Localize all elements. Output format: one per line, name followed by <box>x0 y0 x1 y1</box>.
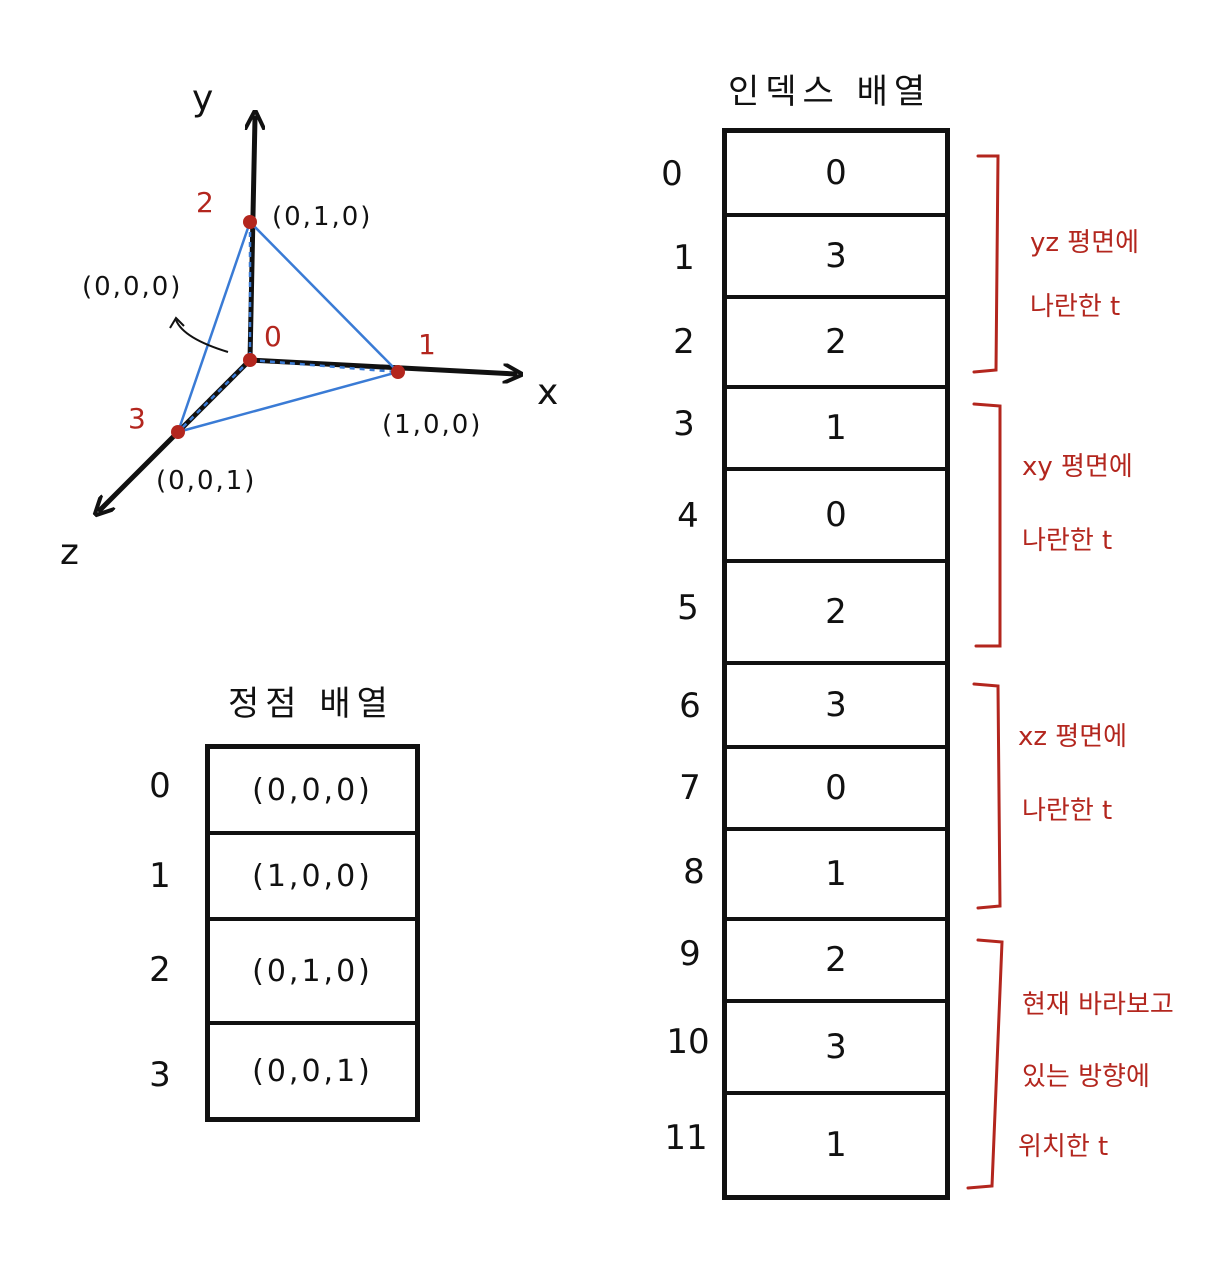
vertex-number-3: 3 <box>128 402 146 435</box>
index-number-10: 10 <box>666 1022 710 1062</box>
index-array-table: 0 3 2 1 0 2 3 0 1 2 3 1 <box>722 128 950 1200</box>
index-array-cell: 2 <box>727 921 945 1003</box>
index-array-cell: 1 <box>727 389 945 471</box>
vertex-index-3: 3 <box>149 1055 171 1095</box>
index-number-7: 7 <box>679 768 701 808</box>
y-axis <box>250 118 255 363</box>
vertex-coord-2: (0,1,0) <box>272 202 373 232</box>
vertex-coord-1: (1,0,0) <box>382 410 483 440</box>
vertex-number-1: 1 <box>418 328 436 361</box>
index-array-cell: 3 <box>727 1003 945 1095</box>
group-brackets <box>966 154 1004 1190</box>
index-number-3: 3 <box>673 404 695 444</box>
group-2-note-line1: xy 평면에 <box>1022 452 1133 482</box>
index-number-1: 1 <box>673 238 695 278</box>
vertex-dot-0 <box>243 353 257 367</box>
origin-pointer <box>175 319 229 353</box>
vertex-array-cell: (0,1,0) <box>210 921 415 1025</box>
bracket-group-2 <box>972 402 1002 648</box>
vertex-array-title: 정점 배열 <box>228 684 394 724</box>
index-array-title: 인덱스 배열 <box>728 72 932 112</box>
bracket-group-1 <box>972 154 1000 374</box>
vertex-index-1: 1 <box>149 856 171 896</box>
vertex-array-cell: (0,0,1) <box>252 1053 373 1089</box>
bracket-group-4 <box>966 938 1004 1190</box>
group-1-note-line1: yz 평면에 <box>1030 228 1140 258</box>
z-axis-label: z <box>60 532 79 573</box>
group-4-note-line1: 현재 바라보고 <box>1022 990 1174 1020</box>
vertex-index-2: 2 <box>149 950 171 990</box>
index-number-11: 11 <box>664 1118 708 1158</box>
index-number-6: 6 <box>679 686 701 726</box>
group-4-note-line3: 위치한 t <box>1018 1132 1109 1162</box>
index-number-8: 8 <box>683 852 705 892</box>
vertex-array-table: (0,0,0) (1,0,0) (0,1,0) (0,0,1) <box>205 744 420 1122</box>
group-4-note-line2: 있는 방향에 <box>1022 1062 1150 1092</box>
index-array-cell: 0 <box>727 749 945 831</box>
index-array-cell: 1 <box>825 1125 847 1165</box>
index-number-5: 5 <box>677 588 699 628</box>
group-3-note-line2: 나란한 t <box>1022 796 1113 826</box>
vertex-number-2: 2 <box>196 186 214 219</box>
vertex-coord-3: (0,0,1) <box>156 466 257 496</box>
vertex-coord-0: (0,0,0) <box>82 272 183 302</box>
index-number-2: 2 <box>673 322 695 362</box>
axes-diagram <box>0 0 620 600</box>
index-number-4: 4 <box>677 496 699 536</box>
index-array-cell: 2 <box>727 563 945 665</box>
vertex-number-0: 0 <box>264 320 282 353</box>
vertex-dot-3 <box>171 425 185 439</box>
group-2-note-line2: 나란한 t <box>1022 526 1113 556</box>
tetra-edges <box>176 221 399 434</box>
group-1-note-line2: 나란한 t <box>1030 292 1121 322</box>
y-axis-label: y <box>192 78 214 119</box>
index-array-cell: 0 <box>727 471 945 563</box>
index-number-9: 9 <box>679 934 701 974</box>
bracket-group-3 <box>972 682 1002 910</box>
index-array-cell: 2 <box>727 299 945 389</box>
group-3-note-line1: xz 평면에 <box>1018 722 1128 752</box>
index-array-cell: 1 <box>727 831 945 921</box>
index-array-cell: 3 <box>727 217 945 299</box>
x-axis-label: x <box>537 372 559 413</box>
index-array-cell: 3 <box>727 665 945 749</box>
vertex-array-cell: (0,0,0) <box>210 749 415 835</box>
vertex-array-cell: (1,0,0) <box>210 835 415 921</box>
index-number-0: 0 <box>661 154 683 194</box>
index-array-cell: 0 <box>727 133 945 217</box>
vertex-dot-1 <box>391 365 405 379</box>
vertex-index-0: 0 <box>149 766 171 806</box>
vertex-dot-2 <box>243 215 257 229</box>
